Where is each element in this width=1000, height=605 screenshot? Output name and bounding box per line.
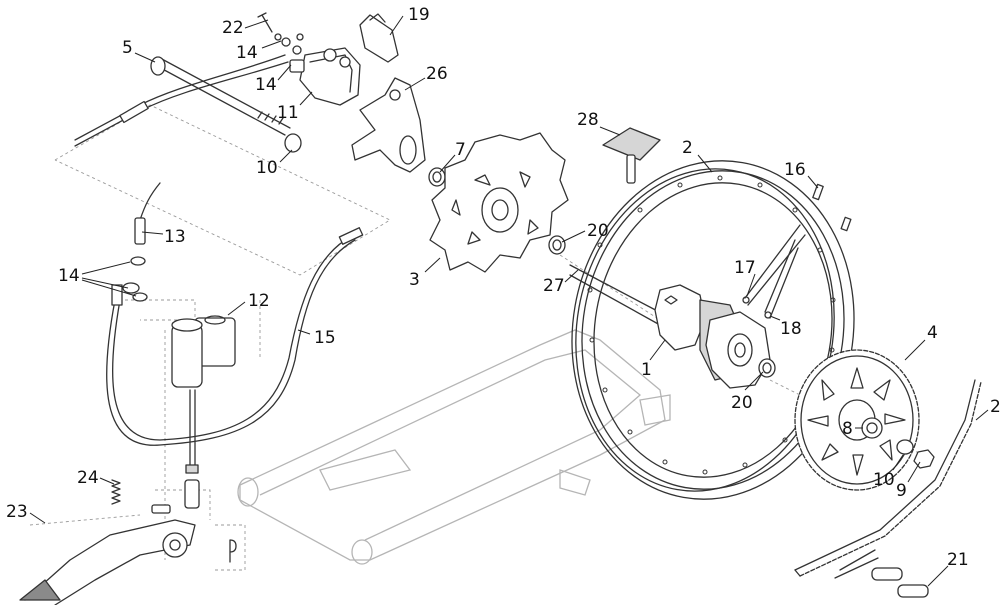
brake-caliper	[257, 12, 361, 106]
pedal-pivot-parts	[151, 504, 237, 563]
chain-joining-link	[834, 549, 929, 598]
callout-14-hose: 14	[58, 266, 80, 286]
callout-20-upper: 20	[587, 221, 609, 241]
caliper-bracket-plate	[359, 13, 399, 63]
callout-leaders	[29, 15, 989, 587]
callout-22: 22	[222, 18, 244, 38]
callout-2: 2	[682, 138, 693, 158]
caliper-carrier	[351, 77, 426, 173]
callout-17: 17	[734, 258, 756, 278]
callout-16: 16	[784, 160, 806, 180]
callout-25-partial: 2	[990, 397, 1000, 417]
callout-20-lower: 20	[731, 393, 753, 413]
callout-11: 11	[277, 103, 299, 123]
callout-labels: 1 2 3 4 5 7 8 9 10 10 11 12 13 14 14 14 …	[6, 5, 1000, 570]
drive-chain	[794, 379, 982, 577]
callout-7: 7	[455, 140, 466, 160]
brake-hose	[106, 227, 364, 446]
callout-15: 15	[314, 328, 336, 348]
callout-1: 1	[641, 360, 652, 380]
callout-14-upper: 14	[236, 43, 258, 63]
wheel-hub	[569, 264, 771, 389]
callout-27: 27	[543, 276, 565, 296]
axle-washer	[284, 133, 302, 153]
callout-23: 23	[6, 502, 28, 522]
callout-12: 12	[248, 291, 270, 311]
return-spring	[111, 479, 121, 505]
callout-18: 18	[780, 319, 802, 339]
spacer	[428, 167, 446, 187]
rear-sprocket	[794, 349, 920, 491]
upper-brake-hose	[74, 54, 289, 147]
rear-axle	[150, 56, 291, 136]
callout-5: 5	[122, 38, 133, 58]
callout-24: 24	[77, 468, 99, 488]
callout-21: 21	[947, 550, 969, 570]
callout-28: 28	[577, 110, 599, 130]
rear-master-cylinder	[171, 315, 236, 509]
callout-3: 3	[409, 270, 420, 290]
tyre-valve	[602, 127, 661, 184]
wheel-bearing-left	[548, 235, 566, 255]
callout-13: 13	[164, 227, 186, 247]
callout-14-lower: 14	[255, 75, 277, 95]
brake-disc	[429, 132, 569, 273]
callout-19: 19	[408, 5, 430, 25]
callout-10-sprocket: 10	[873, 470, 895, 490]
spoke-nipples	[812, 183, 852, 232]
callout-9: 9	[896, 481, 907, 501]
swingarm	[237, 329, 671, 565]
callout-26: 26	[426, 64, 448, 84]
callout-10-axle: 10	[256, 158, 278, 178]
callout-4: 4	[927, 323, 938, 343]
callout-8: 8	[842, 419, 853, 439]
banjo-bolt-and-washers	[122, 182, 161, 302]
brake-pedal	[19, 519, 196, 605]
spokes	[742, 224, 806, 319]
